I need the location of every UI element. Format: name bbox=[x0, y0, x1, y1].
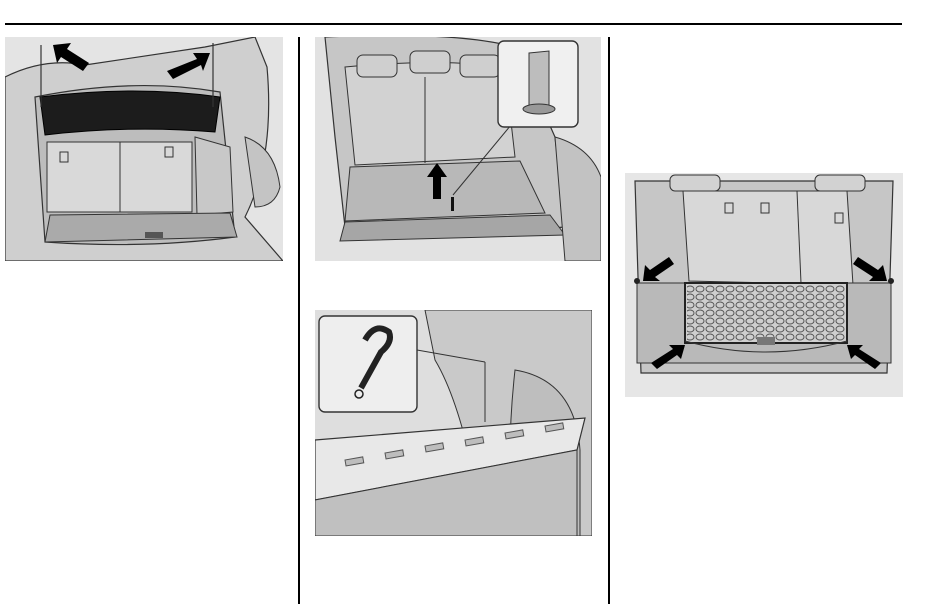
figure-cargo-net bbox=[625, 173, 903, 397]
cargo-area-with-open-liftgate-and-cover-illustration bbox=[5, 37, 283, 261]
figure-panel-hook bbox=[315, 310, 592, 536]
column-divider-right bbox=[608, 37, 610, 604]
floor-panel-hook-on-trim-illustration bbox=[315, 310, 592, 536]
cargo-net-attachment-illustration bbox=[625, 173, 903, 397]
page-top-rule bbox=[5, 23, 902, 25]
figure-floor-panel bbox=[315, 37, 601, 261]
column-divider-left bbox=[298, 37, 300, 604]
cargo-floor-panel-lift-illustration bbox=[315, 37, 601, 261]
figure-liftgate-cover bbox=[5, 37, 283, 261]
